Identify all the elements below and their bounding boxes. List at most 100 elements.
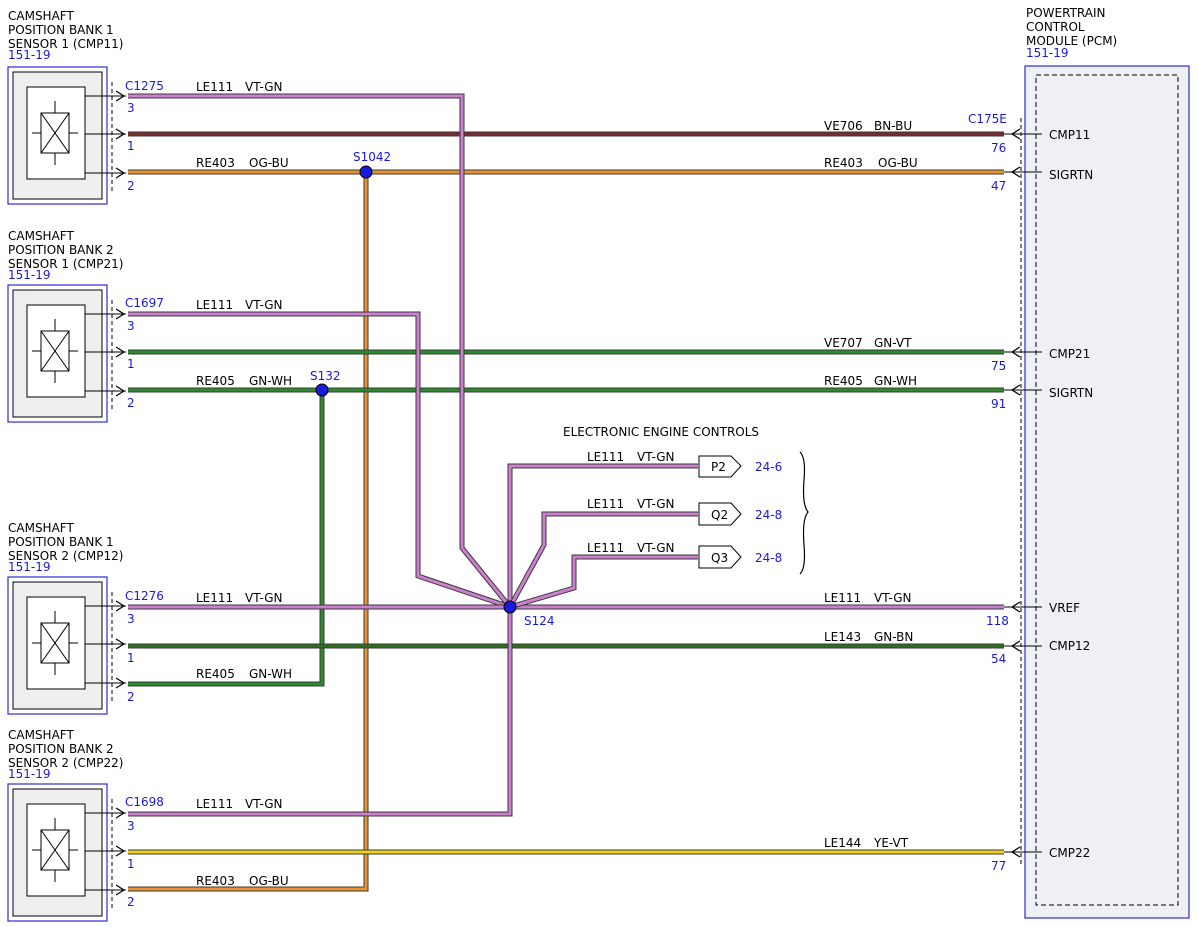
wire-label-circuit: RE403 xyxy=(824,156,863,170)
sensor-component-4[interactable] xyxy=(7,783,126,922)
sensor-2: CAMSHAFT POSITION BANK 2 SENSOR 1 (CMP21… xyxy=(8,229,164,310)
pcm-pin-arrow-icon xyxy=(1010,640,1021,652)
pin-arrow-icon xyxy=(115,807,126,819)
pcm-connector[interactable]: C175E xyxy=(968,112,1007,126)
sensor-element-cross xyxy=(40,330,70,372)
pin-arrow-icon xyxy=(115,346,126,358)
sensor-ref[interactable]: 151-19 xyxy=(8,767,51,781)
sensor-3: CAMSHAFT POSITION BANK 1 SENSOR 2 (CMP12… xyxy=(8,521,164,603)
sensor-boxes xyxy=(7,66,126,922)
sensor-component-3[interactable] xyxy=(7,576,126,715)
pcm-signal: SIGRTN xyxy=(1049,168,1093,182)
eec-tag-p2[interactable]: P2 24-6 xyxy=(698,455,782,478)
wire-label-color: GN-VT xyxy=(874,336,912,350)
wire-label-circuit: LE111 xyxy=(196,591,233,605)
wire-label-circuit: VE706 xyxy=(824,119,863,133)
wire-label-color: VT-GN xyxy=(874,591,911,605)
pcm: POWERTRAIN CONTROL MODULE (PCM) 151-19 C… xyxy=(968,6,1190,919)
pcm-signal: CMP12 xyxy=(1049,639,1090,653)
wire-label-circuit: LE111 xyxy=(587,450,624,464)
wire-re403-drop[interactable] xyxy=(128,172,369,892)
wire-re405-drop[interactable] xyxy=(128,390,325,687)
pcm-pin-arrow-icon xyxy=(1010,384,1021,396)
sensor-title-line-1: CAMSHAFT xyxy=(8,521,74,535)
wire-label-color: VT-GN xyxy=(637,450,674,464)
wire-label-circuit: LE111 xyxy=(196,298,233,312)
wire-le111-network[interactable] xyxy=(128,93,1004,817)
pin-number: 2 xyxy=(127,895,135,909)
pcm-title-line-3: MODULE (PCM) xyxy=(1026,34,1117,48)
pin-arrow-icon xyxy=(115,385,126,397)
splice-s132[interactable] xyxy=(315,383,329,397)
pcm-pin-number: 118 xyxy=(986,614,1009,628)
sensor-pin-numbers: 3 1 2 3 1 2 3 1 2 3 1 2 xyxy=(127,101,135,909)
wire-label-color: GN-WH xyxy=(249,667,292,681)
pcm-pins: CMP11 76 SIGRTN 47 CMP21 75 SIGRTN 91 VR… xyxy=(986,128,1093,873)
sensor-title-line-3: SENSOR 1 (CMP21) xyxy=(8,257,123,271)
pin-number: 3 xyxy=(127,612,135,626)
wire-label-circuit: RE403 xyxy=(196,156,235,170)
pin-arrow-icon xyxy=(115,90,126,102)
wire-label-circuit: LE111 xyxy=(824,591,861,605)
pcm-title-line-2: CONTROL xyxy=(1026,20,1085,34)
wire-label-color: OG-BU xyxy=(249,156,289,170)
pin-arrow-icon xyxy=(115,884,126,896)
pin-number: 3 xyxy=(127,319,135,333)
sensor-connector[interactable]: C1697 xyxy=(125,296,164,310)
pcm-signal: SIGRTN xyxy=(1049,386,1093,400)
eec-tag-q2[interactable]: Q2 24-8 xyxy=(698,502,782,526)
pin-number: 2 xyxy=(127,690,135,704)
pcm-pin-arrow-icon xyxy=(1010,346,1021,358)
wire-label-color: GN-WH xyxy=(249,374,292,388)
tag-ref[interactable]: 24-8 xyxy=(755,551,782,565)
pcm-ref[interactable]: 151-19 xyxy=(1026,46,1069,60)
tag-ref[interactable]: 24-8 xyxy=(755,508,782,522)
wire-label-color: GN-WH xyxy=(874,374,917,388)
sensor-component-2[interactable] xyxy=(7,284,126,423)
sensor-connector[interactable]: C1698 xyxy=(125,795,164,809)
pin-number: 3 xyxy=(127,101,135,115)
tag-ref[interactable]: 24-6 xyxy=(755,460,782,474)
pcm-pin-arrow-icon xyxy=(1010,166,1021,178)
sensor-ref[interactable]: 151-19 xyxy=(8,268,51,282)
sensor-ref[interactable]: 151-19 xyxy=(8,48,51,62)
eec-title: ELECTRONIC ENGINE CONTROLS xyxy=(563,425,759,439)
splices: S1042 S132 S124 xyxy=(310,150,555,628)
pin-number: 1 xyxy=(127,651,135,665)
splice-label[interactable]: S1042 xyxy=(353,150,391,164)
sensor-connector[interactable]: C1275 xyxy=(125,79,164,93)
wire-labels: LE111 VT-GN VE706 BN-BU RE403 OG-BU RE40… xyxy=(196,80,918,888)
sensor-title-line-1: CAMSHAFT xyxy=(8,9,74,23)
sensor-title-line-1: CAMSHAFT xyxy=(8,728,74,742)
sensor-element-cross xyxy=(40,112,70,154)
wire-label-circuit: LE111 xyxy=(196,797,233,811)
sensor-title-line-3: SENSOR 1 (CMP11) xyxy=(8,37,123,51)
wire-label-circuit: RE403 xyxy=(196,874,235,888)
pin-arrow-icon xyxy=(115,845,126,857)
wire-label-circuit: RE405 xyxy=(196,667,235,681)
pcm-pin-number: 54 xyxy=(991,652,1006,666)
wire-label-circuit: VE707 xyxy=(824,336,863,350)
sensor-component-1[interactable] xyxy=(7,66,126,205)
wire-label-circuit: LE144 xyxy=(824,836,861,850)
pcm-pin-number: 47 xyxy=(991,179,1006,193)
eec-group: ELECTRONIC ENGINE CONTROLS P2 24-6 Q2 24… xyxy=(563,425,809,575)
splice-s124[interactable] xyxy=(503,600,517,614)
sensor-ref[interactable]: 151-19 xyxy=(8,560,51,574)
pin-number: 2 xyxy=(127,396,135,410)
wire-label-color: VT-GN xyxy=(245,591,282,605)
wire-label-color: YE-VT xyxy=(873,836,909,850)
pin-number: 2 xyxy=(127,179,135,193)
pcm-pin-arrow-icon xyxy=(1010,846,1021,858)
splice-label[interactable]: S132 xyxy=(310,369,341,383)
pcm-pin-arrow-icon xyxy=(1010,128,1021,140)
wire-label-color: VT-GN xyxy=(637,541,674,555)
splice-s1042[interactable] xyxy=(359,165,373,179)
pin-number: 1 xyxy=(127,139,135,153)
pcm-pin-number: 76 xyxy=(991,141,1006,155)
sensor-title-line-1: CAMSHAFT xyxy=(8,229,74,243)
wire-label-circuit: LE143 xyxy=(824,630,861,644)
sensor-connector[interactable]: C1276 xyxy=(125,589,164,603)
eec-tag-q3[interactable]: Q3 24-8 xyxy=(698,545,782,569)
splice-label[interactable]: S124 xyxy=(524,614,555,628)
